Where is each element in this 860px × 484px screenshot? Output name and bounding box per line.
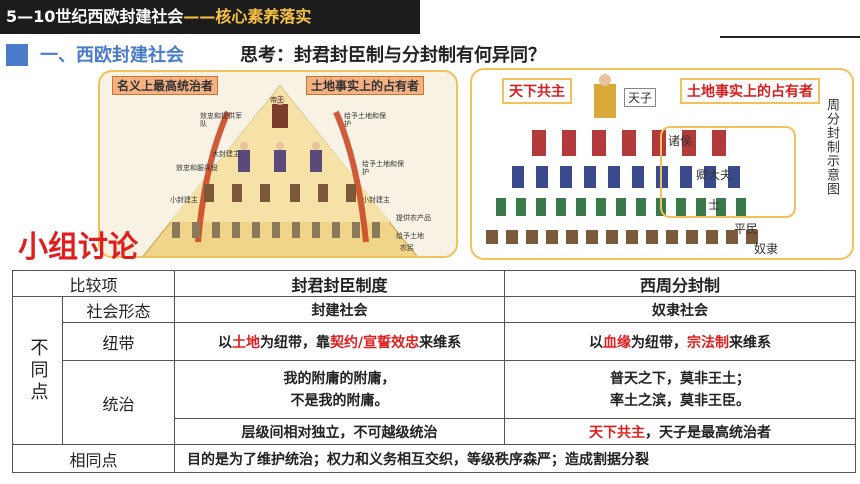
zhou-enfeoffment-image: 天下共主 土地事实上的占有者 天子 周分封制示意图 诸侯 卿大夫 士 平民 奴隶 [470, 68, 854, 260]
feudal-rule-note: 层级间相对独立，不可越级统治 [174, 418, 506, 445]
label-pingmin: 平民 [734, 222, 759, 236]
node-king: 帝王 [270, 96, 284, 104]
slide-title-main: 5—10世纪西欧封建社会 [6, 7, 184, 26]
zhou-bond-p2: 血缘 [603, 334, 632, 351]
feudal-rule-quote: 我的附庸的附庸， 不是我的附庸。 [174, 360, 506, 419]
label-zhuhou: 诸侯 [668, 134, 693, 148]
table-row: 不同点 社会形态 封建社会 奴隶社会 [12, 296, 857, 445]
feudal-social-form: 封建社会 [174, 296, 506, 323]
table-row: 层级间相对独立，不可越级统治 天下共主，天子是最高统治者 [13, 418, 857, 445]
zhou-hierarchy-drawing [486, 74, 758, 244]
label-diagram-title: 周分封制示意图 [824, 98, 839, 196]
node-peasants: 农民 [400, 244, 414, 252]
label-shi: 士 [708, 198, 721, 212]
pyramid-drawing [142, 85, 418, 256]
group-discussion-label: 小组讨论 [18, 230, 138, 265]
label-nuli: 奴隶 [754, 242, 779, 256]
node-small-lord-a: 小封建主 [170, 196, 198, 204]
table-header-row: 比较项 封君封臣制度 西周分封制 [11, 270, 857, 297]
zhou-rule-note-rest: ，天子是最高统治者 [645, 424, 772, 441]
node-grant-land-1: 给予土地和保护 [344, 112, 386, 128]
section-marker-icon [6, 44, 28, 66]
row-label-social-form: 社会形态 [61, 296, 176, 323]
section-question: 思考：封君封臣制与分封制有何异同？ [240, 45, 546, 66]
node-grant-land-2: 给予土地和保护 [362, 160, 404, 176]
label-qingdafu: 卿大夫 [696, 168, 733, 182]
feudal-rule-line2: 不是我的附庸。 [290, 392, 389, 409]
diff-label: 不同点 [12, 296, 63, 445]
label-tianxia-gongzhu: 天下共主 [502, 78, 572, 104]
table-row: 纽带 以土地为纽带，靠契约/宣誓效忠来维系 以血缘为纽带，宗法制来维系 [13, 322, 857, 361]
feudal-pyramid-image: 名义上最高统治者 土地事实上的占有者 帝王 效忠和提供军队 大封建主 给予土地和… [98, 70, 458, 258]
feudal-bond-p5: 来维系 [419, 334, 462, 351]
row-label-bond: 纽带 [61, 322, 176, 361]
row-label-rule: 统治 [61, 360, 176, 445]
header-zhou-system: 西周分封制 [504, 270, 857, 297]
feudal-bond-p4: 契约/宣誓效忠 [329, 334, 420, 351]
zhou-rule-note: 天下共主，天子是最高统治者 [504, 418, 857, 445]
label-land-holder-left: 土地事实上的占有者 [306, 76, 425, 95]
zhou-bond-p4: 宗法制 [687, 334, 730, 351]
feudal-bond-p3: 为纽带，靠 [259, 334, 330, 351]
same-points-text: 目的是为了维护统治；权力和义务相互交织，等级秩序森严；造成割据分裂 [174, 444, 857, 473]
slide-title-bar: 5—10世纪西欧封建社会——核心素养落实 [0, 0, 420, 34]
zhou-bond-cell: 以血缘为纽带，宗法制来维系 [504, 322, 857, 361]
zhou-bond-p1: 以 [589, 334, 604, 351]
slide-title-accent: ——核心素养落实 [183, 7, 312, 26]
feudal-bond-p2: 土地 [231, 334, 260, 351]
node-fealty-army: 效忠和提供军队 [200, 112, 242, 128]
node-great-lord: 大封建主 [212, 150, 240, 158]
land-holder-highlight-box [660, 126, 796, 218]
zhou-rule-line1: 普天之下，莫非王土； [610, 370, 751, 387]
header-feudal-system: 封君封臣制度 [174, 270, 506, 297]
node-grant-land-3: 给予土地 [396, 232, 424, 240]
table-row: 相同点 目的是为了维护统治；权力和义务相互交织，等级秩序森严；造成割据分裂 [11, 444, 857, 473]
table-row: 统治 我的附庸的附庸， 不是我的附庸。 普天之下，莫非王土； 率土之滨，莫非王臣。 [13, 360, 857, 445]
section-title: 一、西欧封建社会 [40, 45, 184, 66]
feudal-rule-line1: 我的附庸的附庸， [283, 370, 396, 387]
zhou-social-form: 奴隶社会 [504, 296, 857, 323]
row-label-same: 相同点 [11, 444, 176, 473]
zhou-bond-p3: 为纽带， [631, 334, 688, 351]
label-land-holder-right: 土地事实上的占有者 [680, 78, 820, 104]
header-compare-item: 比较项 [11, 270, 176, 297]
zhou-rule-note-red: 天下共主 [589, 424, 646, 441]
top-divider [720, 36, 860, 38]
comparison-table: 比较项 封君封臣制度 西周分封制 不同点 社会形态 封建社会 奴隶社会 纽带 以… [11, 270, 857, 473]
node-small-lord-b: 小封建主 [362, 196, 390, 204]
zhou-rule-line2: 率土之滨，莫非王臣。 [610, 392, 751, 409]
zhou-bond-p5: 来维系 [729, 334, 772, 351]
zhou-rule-quote: 普天之下，莫非王土； 率土之滨，莫非王臣。 [504, 360, 857, 419]
node-fealty-service: 效忠和服兵役 [176, 164, 218, 172]
label-nominal-ruler: 名义上最高统治者 [112, 76, 219, 95]
feudal-bond-cell: 以土地为纽带，靠契约/宣誓效忠来维系 [174, 322, 506, 361]
feudal-bond-p1: 以 [217, 334, 232, 351]
label-tianzi: 天子 [624, 88, 657, 107]
node-provide-produce: 提供农产品 [396, 214, 431, 222]
